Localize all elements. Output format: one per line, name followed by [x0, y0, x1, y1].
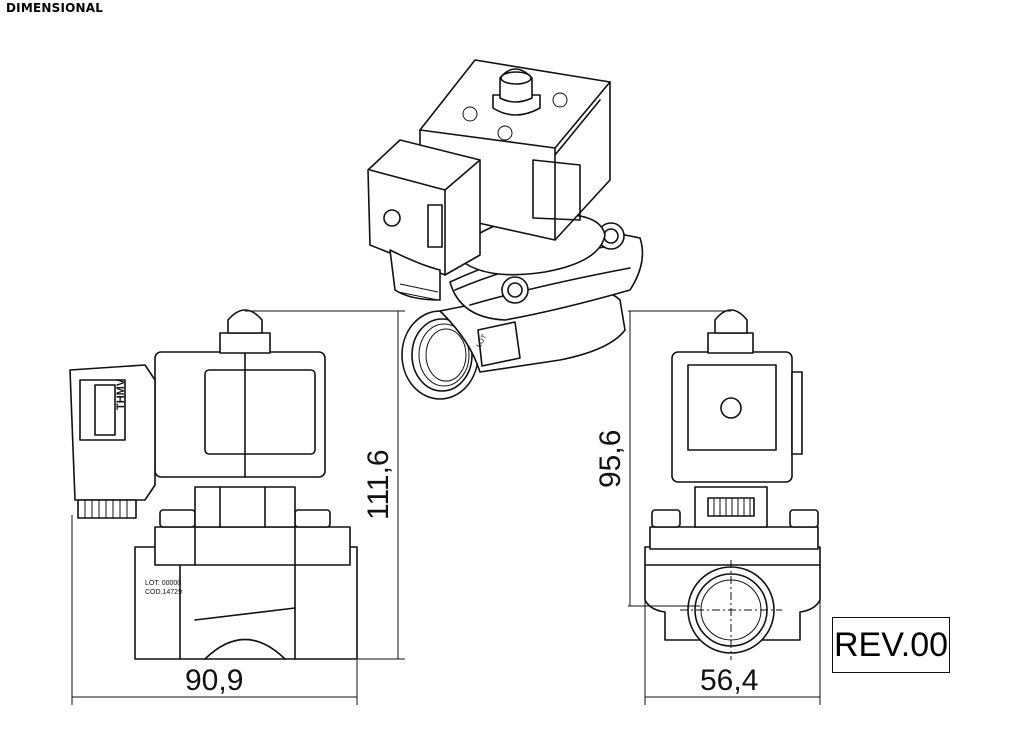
front-dimensions: 111,6 90,9 [71, 310, 405, 705]
connector-brand-text: THMV [115, 378, 127, 410]
body-code-text: COD.14729 [145, 589, 182, 596]
front-view: LOT. 00000 COD.14729 THMV [69, 309, 358, 660]
dimension-side-width: 56,4 [700, 664, 758, 697]
dimension-side-height: 95,6 [594, 430, 627, 488]
revision-label: REV.00 [832, 617, 950, 673]
side-dimensions: 95,6 56,4 [594, 310, 821, 705]
isometric-view: LOT [367, 59, 644, 400]
dimension-body-length: 90,9 [185, 664, 243, 697]
dimension-total-height: 111,6 [362, 449, 395, 520]
side-view [644, 309, 821, 660]
drawing-title: DIMENSIONAL [6, 1, 104, 15]
body-lot-text: LOT. 00000 [145, 580, 181, 587]
